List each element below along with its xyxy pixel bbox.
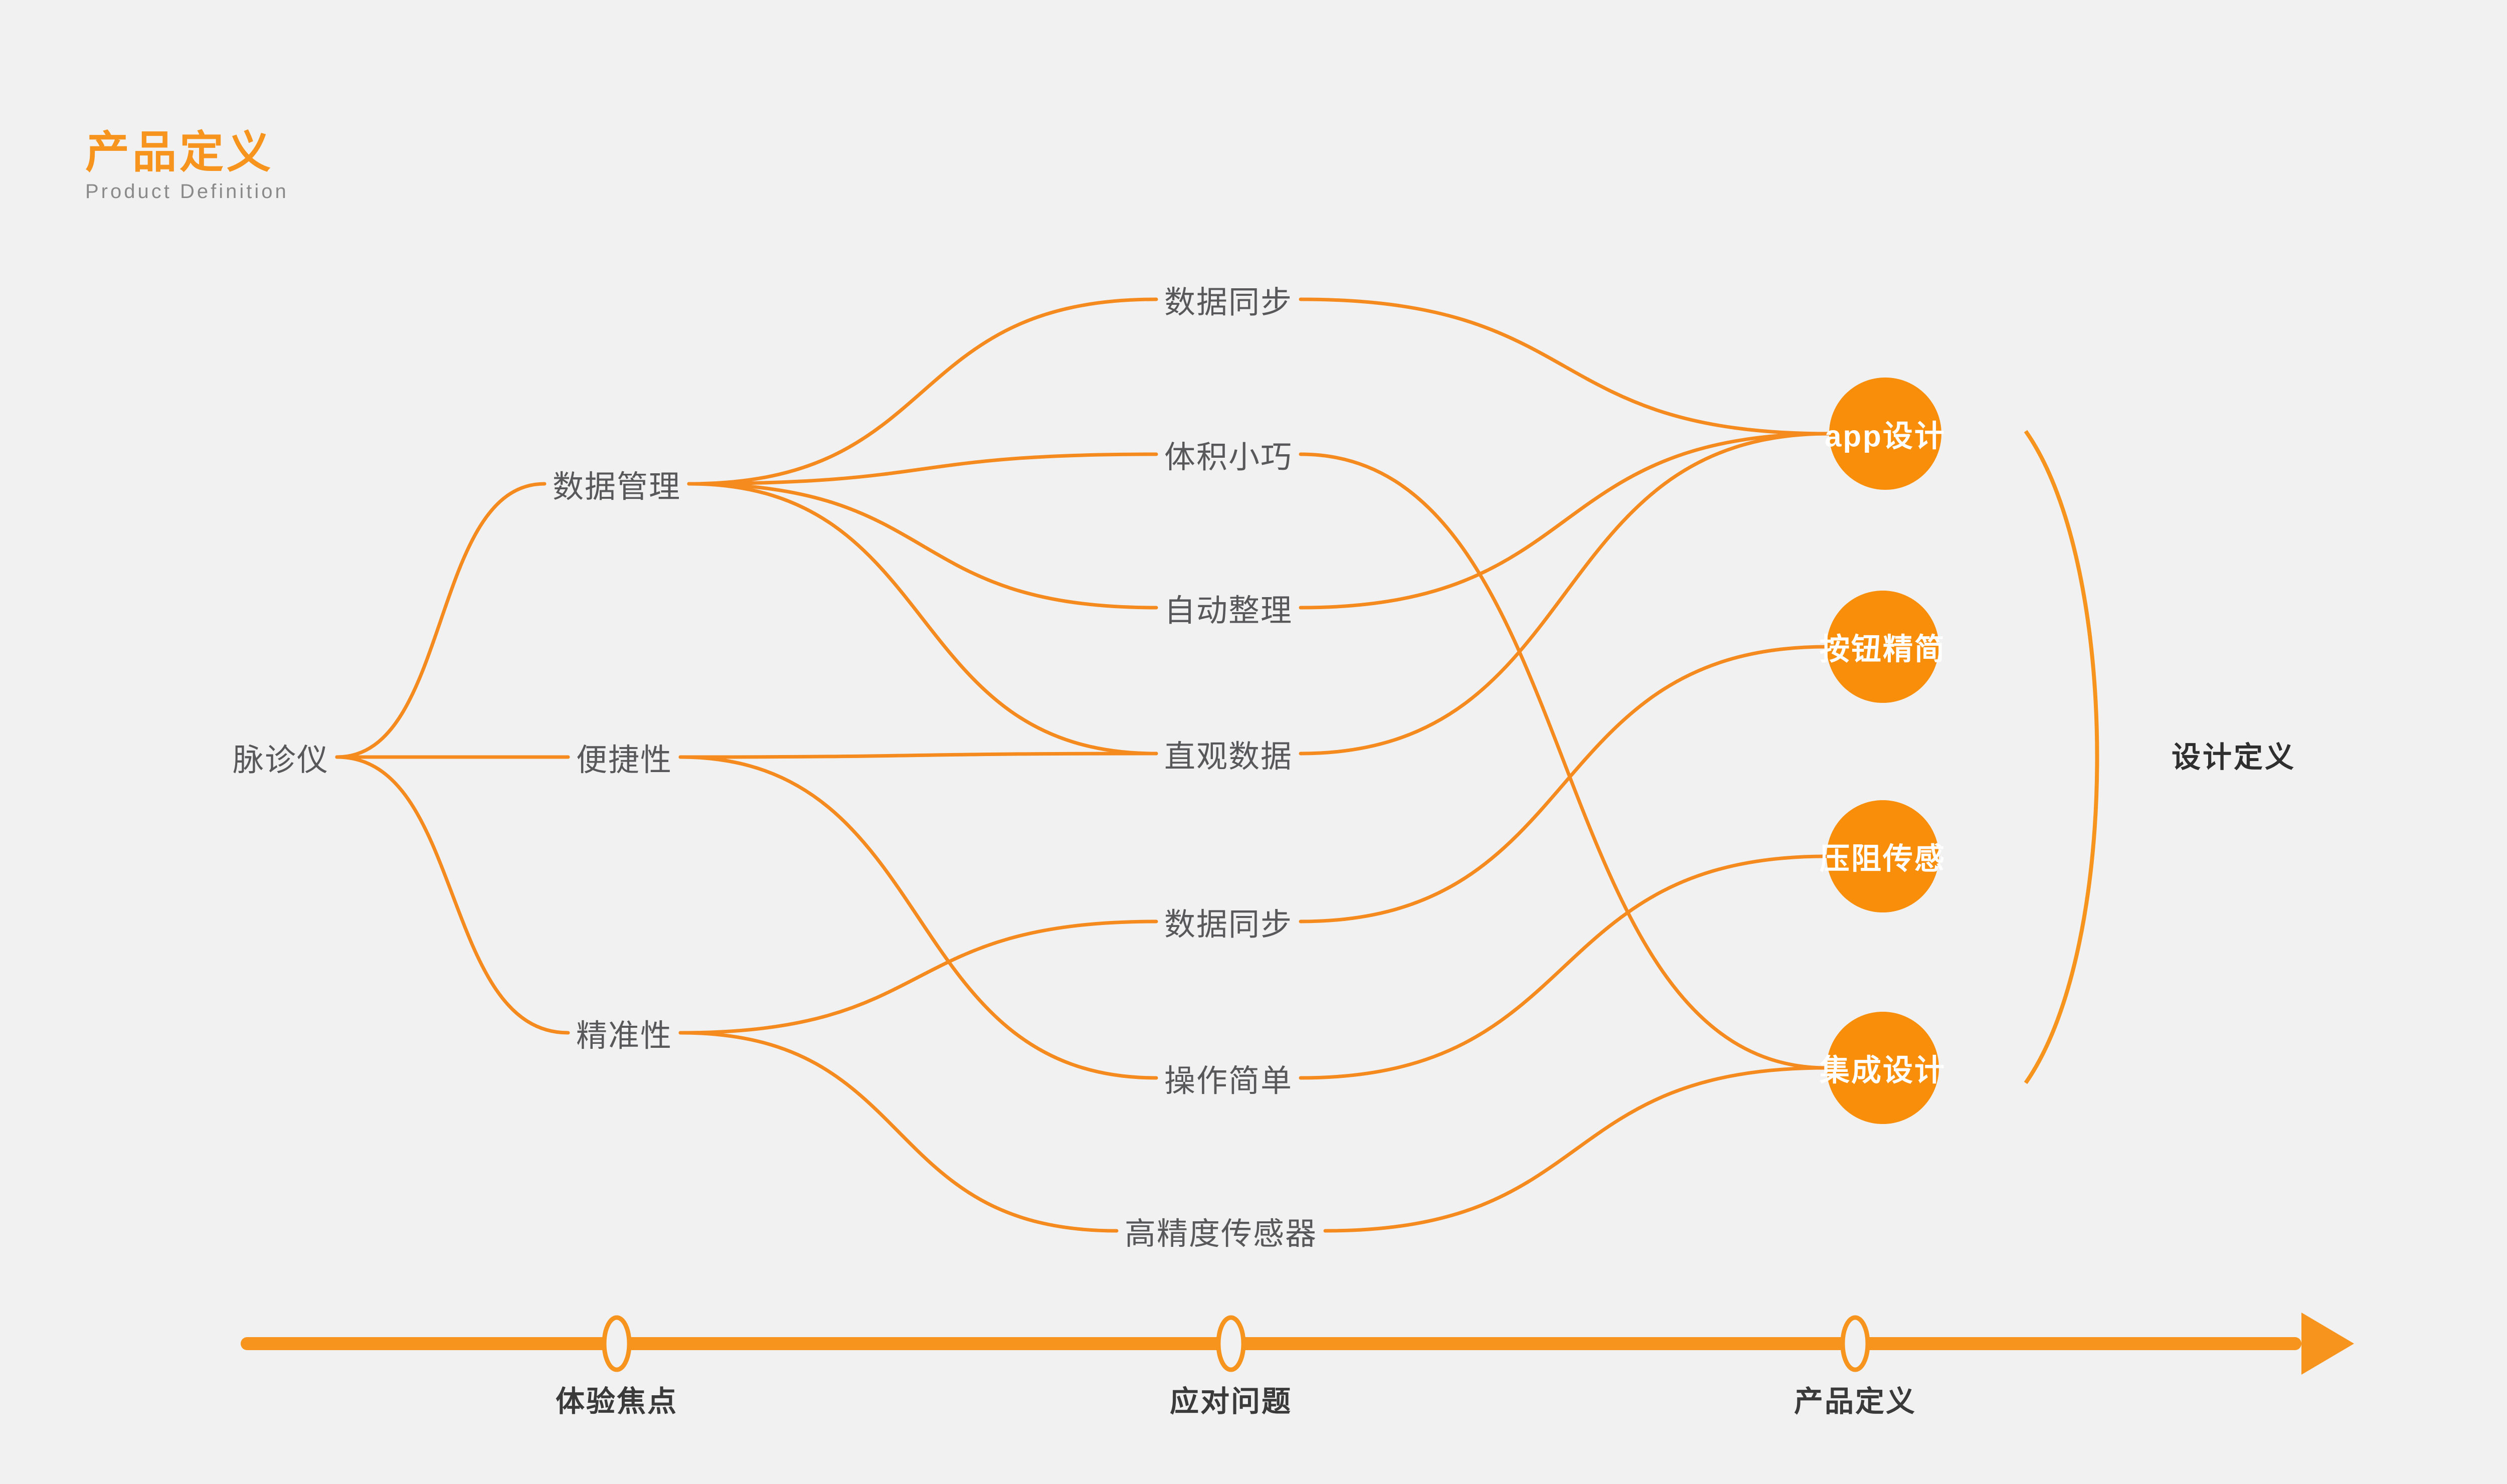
timeline-arrow-icon xyxy=(2301,1313,2354,1375)
connector-curve xyxy=(1299,854,1829,1080)
timeline-marker-0[interactable] xyxy=(602,1315,632,1372)
connector-curve xyxy=(335,755,570,1035)
connector-curve xyxy=(678,919,1158,1035)
node-level2-0[interactable]: 数据同步 xyxy=(1164,285,1293,320)
timeline-axis xyxy=(241,1337,2301,1350)
node-level2-4[interactable]: 数据同步 xyxy=(1164,907,1293,942)
timeline-marker-2[interactable] xyxy=(1840,1315,1870,1372)
timeline-label-1[interactable]: 应对问题 xyxy=(1169,1385,1293,1418)
node-circle-2[interactable]: 压阻传感 xyxy=(1820,842,1946,876)
connector-curve xyxy=(1299,297,1831,436)
connector-curve xyxy=(687,297,1158,486)
circle-layer xyxy=(1827,378,1941,1124)
outcome-circle-1[interactable] xyxy=(1827,591,1939,703)
connector-curve xyxy=(678,1031,1119,1233)
node-root[interactable]: 脉诊仪 xyxy=(232,743,329,778)
node-level2-2[interactable]: 自动整理 xyxy=(1164,594,1293,628)
bracket-layer xyxy=(2024,430,2099,1084)
node-circle-0[interactable]: app设计 xyxy=(1825,419,1946,453)
connector-curve xyxy=(1299,452,1829,1070)
timeline-label-0[interactable]: 体验焦点 xyxy=(555,1385,678,1418)
outcome-circle-3[interactable] xyxy=(1827,1012,1939,1124)
connector-curve xyxy=(687,482,1158,610)
connector-curve xyxy=(335,482,547,759)
timeline-layer xyxy=(241,1313,2354,1375)
node-level1-1[interactable]: 便捷性 xyxy=(576,743,673,778)
timeline-label-2[interactable]: 产品定义 xyxy=(1794,1385,1917,1418)
connector-curve xyxy=(687,452,1158,486)
bracket-label[interactable]: 设计定义 xyxy=(2171,741,2296,774)
link-layer xyxy=(335,297,1831,1233)
node-circle-1[interactable]: 按钮精简 xyxy=(1820,632,1946,666)
node-level2-5[interactable]: 操作简单 xyxy=(1164,1064,1293,1098)
connector-curve xyxy=(678,755,1158,1080)
connector-curve xyxy=(1299,645,1829,923)
page-title-block: 产品定义 Product Definition xyxy=(85,129,289,203)
connector-curve xyxy=(1323,1066,1829,1233)
connector-curve xyxy=(687,482,1158,756)
outcome-circle-2[interactable] xyxy=(1827,800,1939,912)
connector-curve xyxy=(678,752,1158,759)
grouping-bracket xyxy=(2024,430,2099,1084)
node-level1-2[interactable]: 精准性 xyxy=(576,1019,673,1053)
node-level2-6[interactable]: 高精度传感器 xyxy=(1124,1217,1318,1251)
node-level2-1[interactable]: 体积小巧 xyxy=(1164,440,1293,475)
connector-curve xyxy=(1299,432,1831,610)
timeline-marker-1[interactable] xyxy=(1216,1315,1246,1372)
connector-curve xyxy=(1299,432,1831,756)
page-title: 产品定义 xyxy=(85,127,274,177)
outcome-circle-0[interactable] xyxy=(1829,378,1941,490)
node-level2-3[interactable]: 直观数据 xyxy=(1164,739,1293,774)
node-circle-3[interactable]: 集成设计 xyxy=(1820,1053,1946,1087)
page-subtitle: Product Definition xyxy=(85,180,289,203)
node-level1-0[interactable]: 数据管理 xyxy=(552,470,681,504)
